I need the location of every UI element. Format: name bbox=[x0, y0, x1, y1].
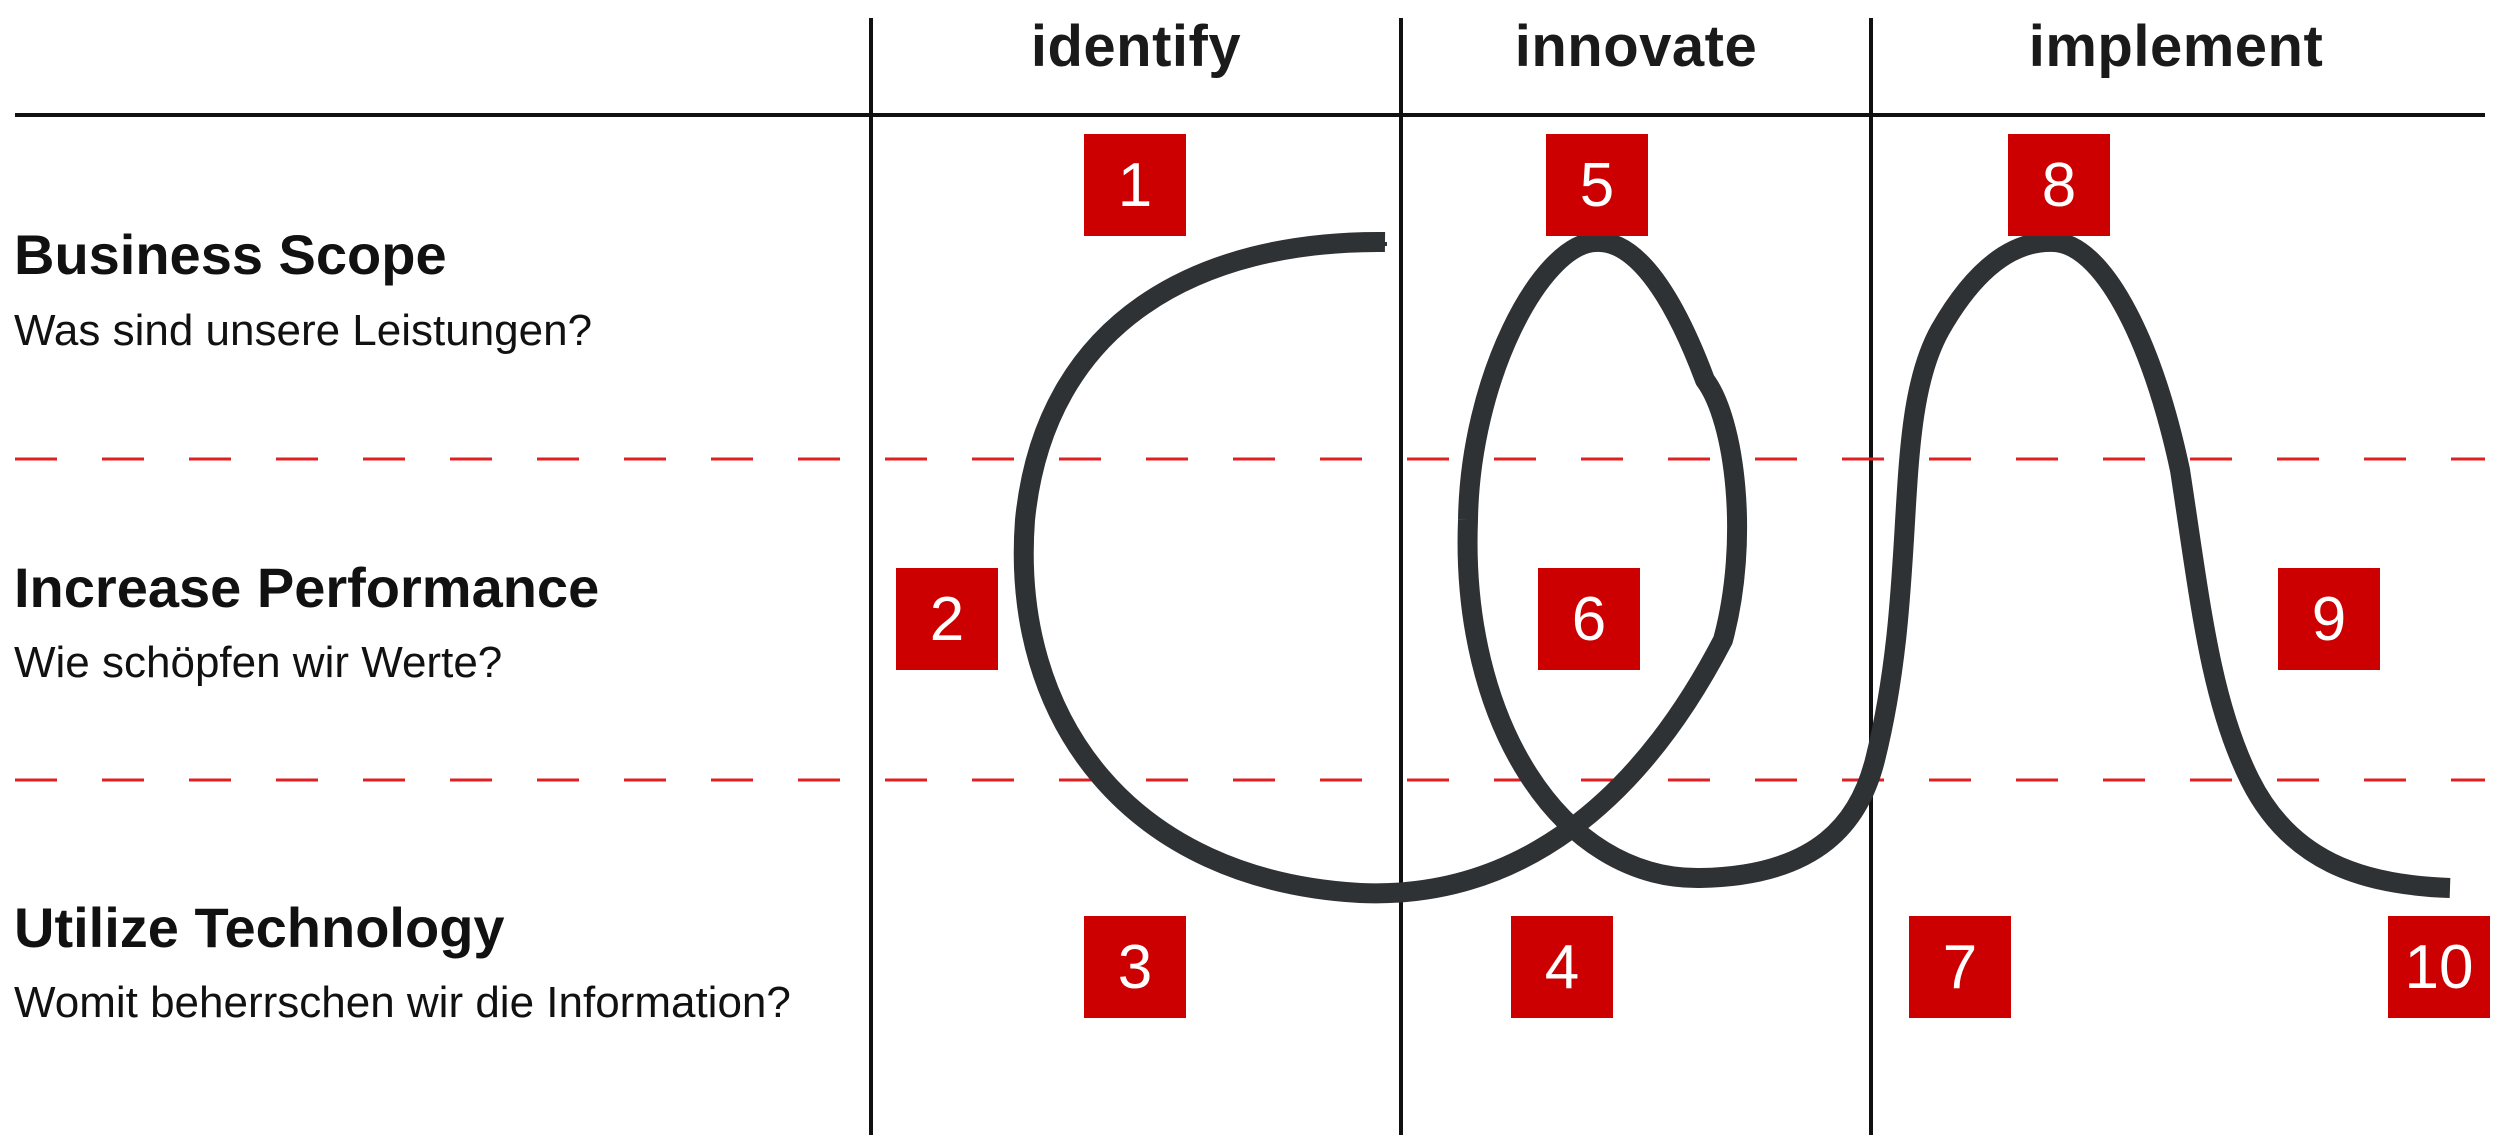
step-badge-5: 5 bbox=[1546, 134, 1648, 236]
step-badge-2: 2 bbox=[896, 568, 998, 670]
step-badge-9: 9 bbox=[2278, 568, 2380, 670]
row-subtitle-increase-performance: Wie schöpfen wir Werte? bbox=[14, 638, 503, 687]
column-innovate: innovate bbox=[1514, 13, 1758, 79]
row-title-business-scope: Business Scope bbox=[14, 223, 447, 286]
column-identify: identify bbox=[1030, 13, 1242, 79]
step-badge-7: 7 bbox=[1909, 916, 2011, 1018]
row-subtitle-business-scope: Was sind unsere Leistungen? bbox=[14, 306, 593, 355]
row-title-utilize-technology: Utilize Technology bbox=[14, 896, 505, 959]
step-badge-10: 10 bbox=[2388, 916, 2490, 1018]
step-badge-1: 1 bbox=[1084, 134, 1186, 236]
row-subtitle-utilize-technology: Womit beherrschen wir die Information? bbox=[14, 978, 791, 1027]
step-badge-6: 6 bbox=[1538, 568, 1640, 670]
process-ribbon bbox=[1013, 231, 2451, 904]
step-badge-4: 4 bbox=[1511, 916, 1613, 1018]
row-title-increase-performance: Increase Performance bbox=[14, 556, 600, 619]
step-badge-3: 3 bbox=[1084, 916, 1186, 1018]
step-badge-8: 8 bbox=[2008, 134, 2110, 236]
column-implement: implement bbox=[2028, 13, 2324, 79]
